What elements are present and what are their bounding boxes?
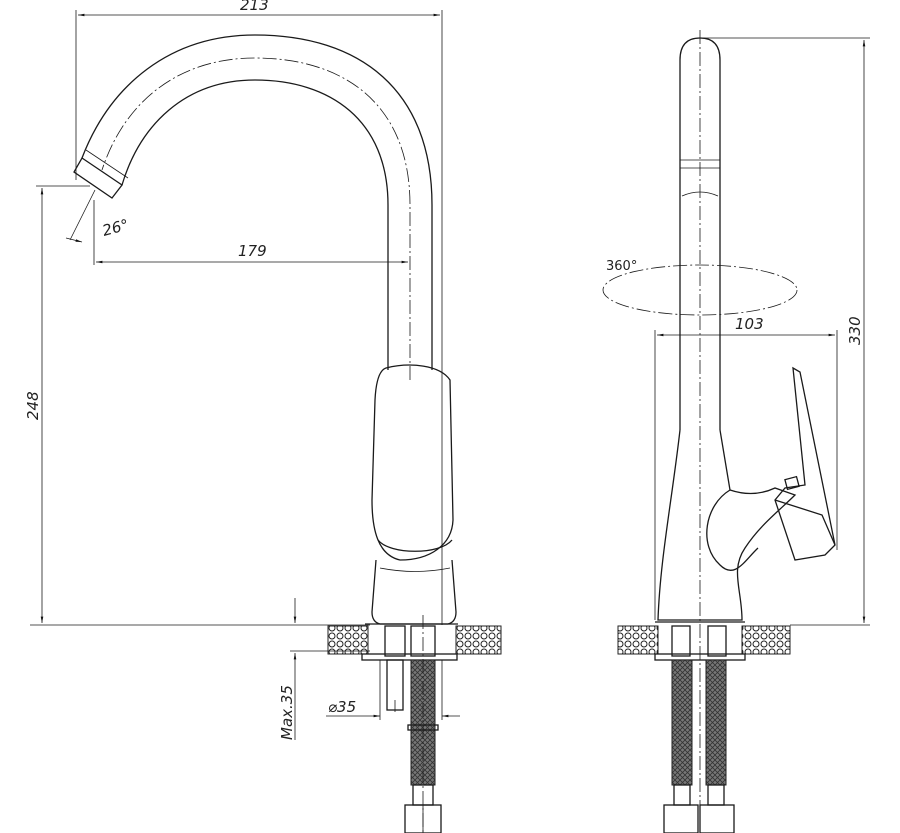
supply-hose xyxy=(410,659,436,786)
dim-diameter-35: ⌀35 xyxy=(328,698,356,716)
countertop xyxy=(327,625,369,655)
supply-hose-right xyxy=(705,659,727,786)
dim-213: 213 xyxy=(240,0,269,14)
dim-248: 248 xyxy=(24,391,42,420)
body-side xyxy=(657,429,797,621)
dim-103: 103 xyxy=(735,315,764,333)
supply-hose-left xyxy=(671,659,693,786)
dim-max-35: Max.35 xyxy=(278,685,296,740)
dim-26-degrees: 26° xyxy=(100,216,130,240)
dim-330: 330 xyxy=(846,316,864,345)
handle xyxy=(371,364,454,561)
rotation-ellipse xyxy=(602,264,798,316)
front-view: 213 179 26° 248 Max.35 ⌀35 xyxy=(24,0,502,833)
dim-179: 179 xyxy=(238,242,267,260)
side-view: 360° 103 330 xyxy=(602,30,870,833)
lever-side xyxy=(774,366,836,561)
aerator xyxy=(73,157,123,199)
spout xyxy=(81,34,433,370)
dim-360-degrees: 360° xyxy=(606,259,637,274)
